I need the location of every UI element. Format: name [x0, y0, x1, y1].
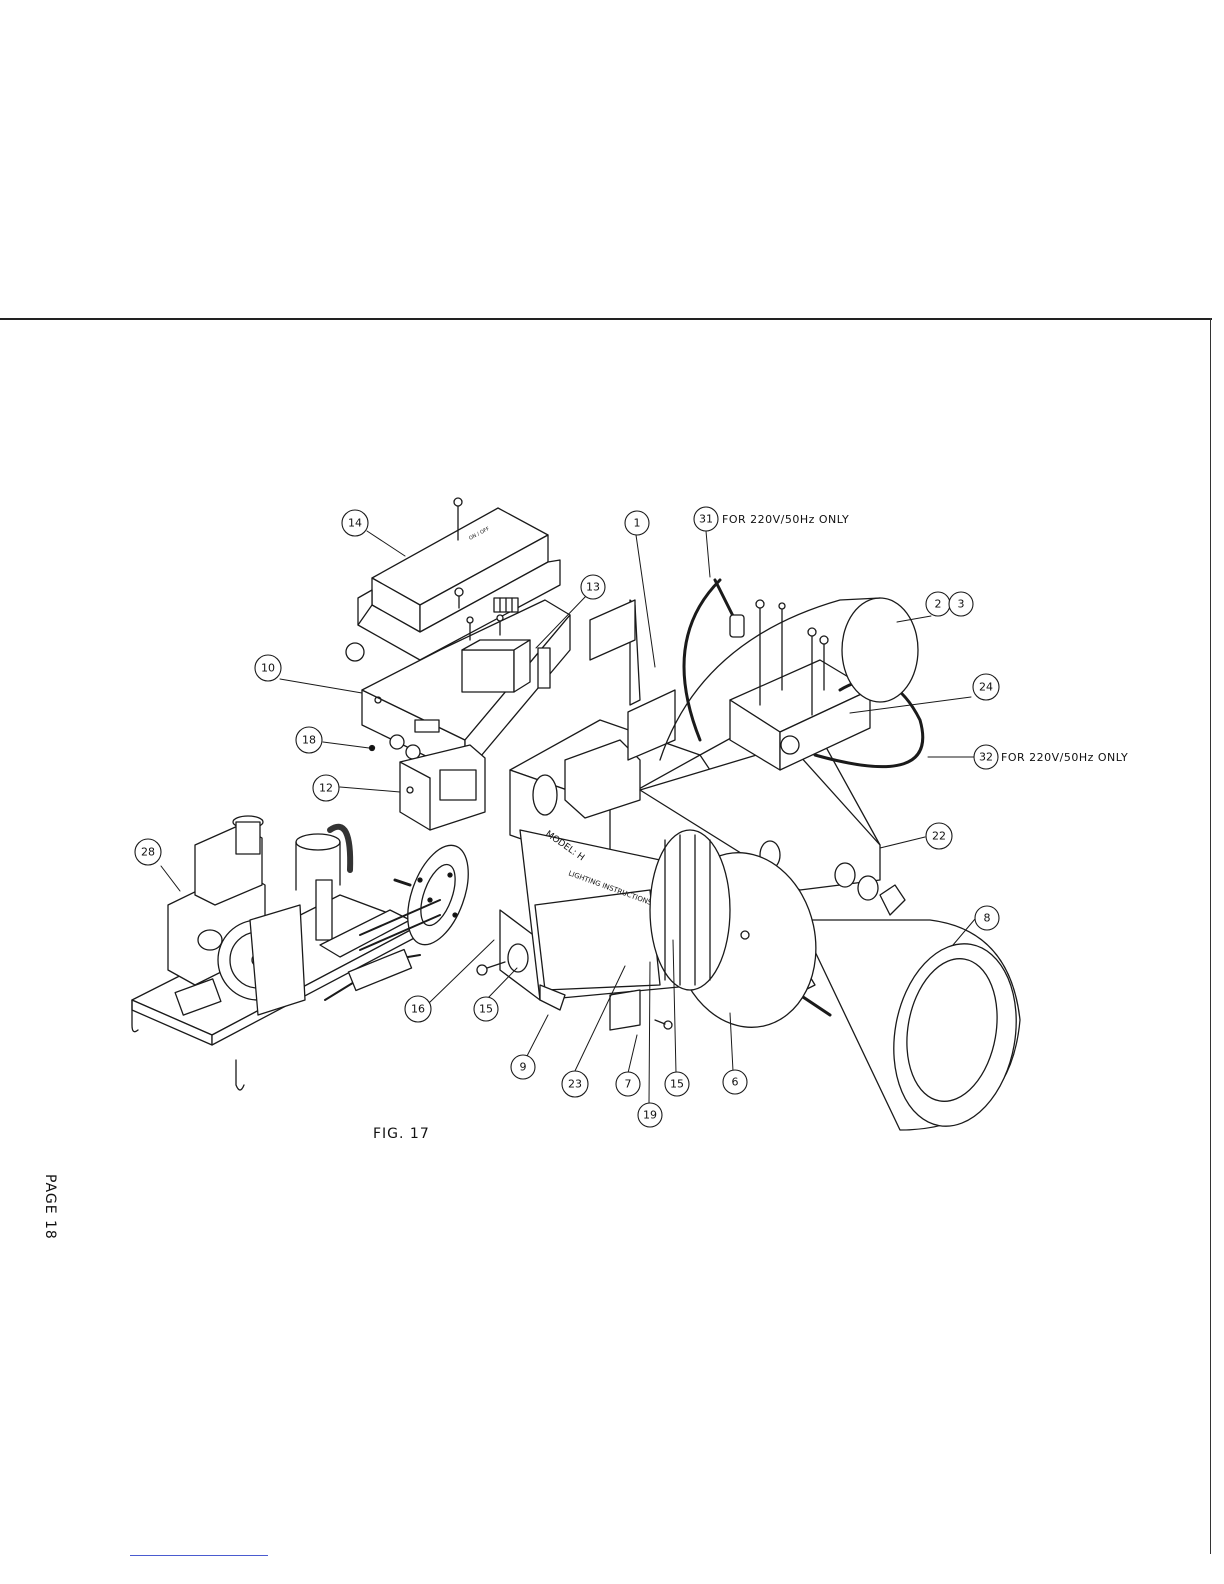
callout-2: 2: [935, 598, 942, 611]
callout-23: 23: [568, 1078, 582, 1091]
part-gas-valve-assembly: [132, 816, 420, 1090]
callout-24: 24: [979, 681, 993, 694]
callout-13: 13: [586, 581, 600, 594]
callout-19: 19: [643, 1109, 657, 1122]
callout-14: 14: [348, 517, 362, 530]
callout-16: 16: [411, 1003, 425, 1016]
callout-8: 8: [984, 912, 991, 925]
note-32-text: FOR 220V/50Hz ONLY: [1001, 751, 1128, 764]
callout-28: 28: [141, 846, 155, 859]
callout-15b: 15: [670, 1078, 684, 1091]
callout-10: 10: [261, 662, 275, 675]
callout-15a: 15: [479, 1003, 493, 1016]
callout-1: 1: [634, 517, 641, 530]
callout-22: 22: [932, 830, 946, 843]
callout-3: 3: [958, 598, 965, 611]
figure-caption: FIG. 17: [373, 1126, 430, 1142]
callout-6: 6: [732, 1076, 739, 1089]
callout-7: 7: [625, 1078, 632, 1091]
callout-12: 12: [319, 782, 333, 795]
note-31-text: FOR 220V/50Hz ONLY: [722, 513, 849, 526]
callout-32: 32: [979, 751, 993, 764]
page-number: PAGE 18: [42, 1174, 58, 1240]
callout-18: 18: [302, 734, 316, 747]
callout-31: 31: [699, 513, 713, 526]
callout-9: 9: [520, 1061, 527, 1074]
